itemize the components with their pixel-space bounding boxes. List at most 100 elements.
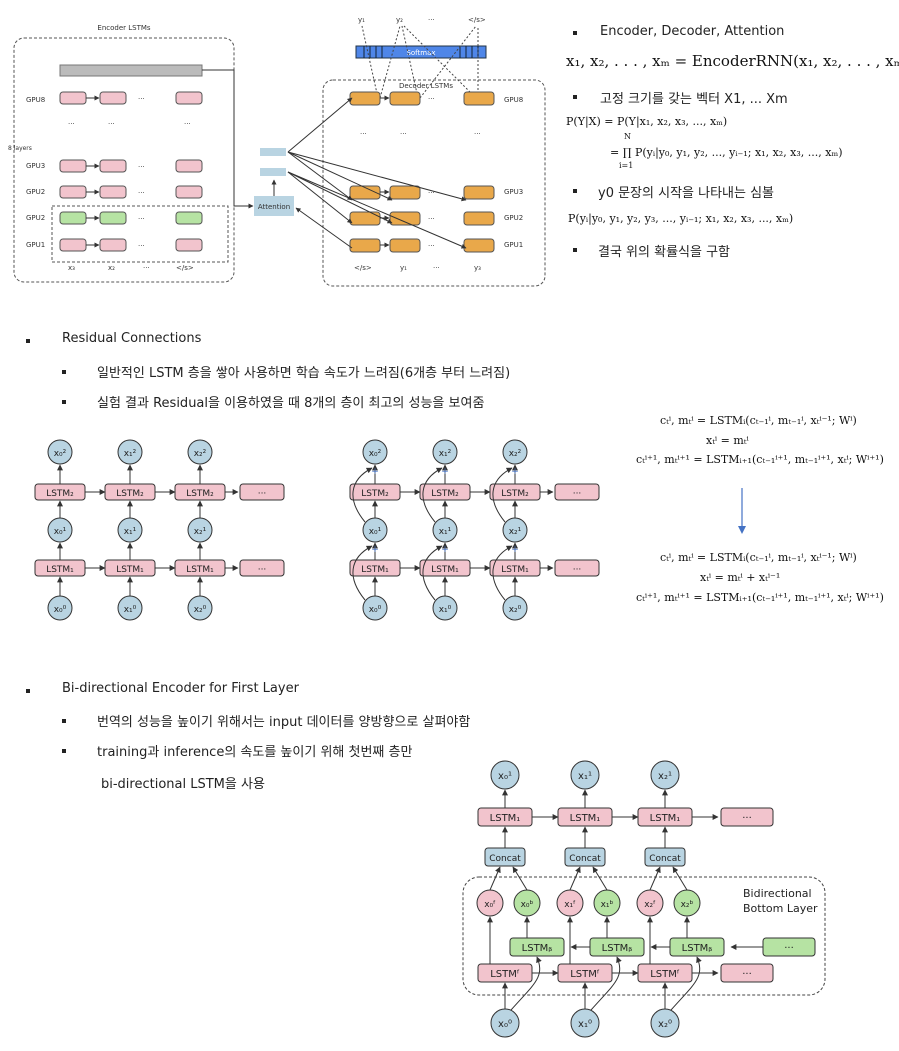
dec-dots-gpu2: ···: [428, 215, 435, 223]
note-encoder-decoder-attention: Encoder, Decoder, Attention: [600, 24, 785, 39]
encoder-title: Encoder LSTMs: [97, 24, 151, 32]
residual-node-label-x2-1: x₁²: [439, 449, 452, 459]
bullet-residual-sub2: [62, 400, 66, 404]
dec-vdots-1: ···: [400, 130, 407, 138]
bidir-more-lf-label: ···: [742, 969, 752, 980]
dec-cell-gpu8-2: [463, 91, 495, 106]
gpu-label-dec-1: GPU1: [504, 241, 523, 249]
residual-plus-1-1: +: [441, 545, 449, 555]
stacked-lstm-diagram: x₀²x₀¹x₀⁰LSTM₂LSTM₁x₁²x₁¹x₁⁰LSTM₂LSTM₁x₂…: [34, 439, 285, 621]
enc-cell-gpu8-2: [175, 91, 203, 105]
bullet-residual-sub1: [62, 370, 66, 374]
bidir-arrow-x-lb-0: [510, 956, 542, 1011]
enc-cell-gpu2b-0: [59, 211, 87, 225]
residual-node-x2-1: [432, 439, 458, 465]
plain-lstm2-label-2: LSTM₂: [186, 489, 214, 499]
bidir-xf-label-0: x₀ᶠ: [484, 900, 496, 910]
residual-sub2: 실험 결과 Residual을 이용하였을 때 8개의 층이 최고의 성능을 보…: [97, 396, 485, 411]
bidir-arrow-x-lb-2: [670, 956, 702, 1011]
enc-cell-gpu2a-2: [175, 185, 203, 199]
plain-node-label-x2-2: x₂²: [194, 449, 207, 459]
dec-cell-gpu2-1: [389, 211, 421, 226]
plain-node-label-x1-0: x₀¹: [54, 527, 67, 537]
plain-node-label-x0-0: x₀⁰: [54, 605, 67, 615]
residual-lstm1-label-2: LSTM₁: [501, 565, 529, 575]
bidir-arrow-xf-concat-1: [569, 866, 581, 891]
residual-lstm1-label-1: LSTM₁: [431, 565, 459, 575]
bidir-bottom-label-0: x₀⁰: [498, 1019, 512, 1030]
enc-dots-gpu1: ···: [138, 242, 145, 250]
note-fixed-vector: 고정 크기를 갖는 벡터 X1, ... Xm: [600, 92, 788, 107]
note-start-symbol: y0 문장의 시작을 나타내는 심볼: [598, 186, 775, 201]
output-y2: y₂: [396, 16, 403, 24]
plain-more-l2: [239, 483, 285, 501]
gpu-label-enc-1: GPU1: [26, 241, 45, 249]
residual-node-label-x1-1: x₁¹: [439, 527, 452, 537]
bidir-bottom-label-1: x₁⁰: [578, 1019, 592, 1030]
residual-more-label-l1: ···: [573, 565, 582, 575]
residual-plus-2-0: +: [371, 467, 379, 477]
note-final: 결국 위의 확률식을 구함: [598, 245, 730, 260]
bidir-arrow-xb-concat-1: [592, 866, 608, 891]
dec-input-y1: y₁: [400, 264, 407, 272]
dec-cell-gpu8-0: [349, 91, 381, 106]
bidir-top-label-0: x₀¹: [498, 771, 512, 782]
residual-lstm1-label-0: LSTM₁: [361, 565, 389, 575]
encoder-output-bar: [59, 64, 203, 77]
residual-node-label-x0-0: x₀⁰: [369, 605, 382, 615]
bidir-sub2: training과 inference의 속도를 높이기 위해 첫번째 층만: [97, 745, 413, 760]
dec-cell-gpu8-1: [389, 91, 421, 106]
enc-vdots-0: ···: [68, 120, 75, 128]
bidir-lstmf-label-1: LSTMᶠ: [570, 969, 600, 980]
residual-node-label-x1-0: x₀¹: [369, 527, 382, 537]
enc-vdots-2: ···: [184, 120, 191, 128]
gpu-label-enc-2b: GPU2: [26, 214, 45, 222]
residual-plus-1-0: +: [371, 545, 379, 555]
bidir-bottom-layer-box: [462, 876, 826, 996]
residual-node-x2-0: [362, 439, 388, 465]
bidir-concat-label-1: Concat: [569, 854, 601, 864]
enc-cell-gpu3-0: [59, 159, 87, 173]
enc-input-eos: </s>: [176, 264, 194, 272]
down-arrow-icon: [738, 488, 746, 534]
bullet-bidir-sub2: [62, 749, 66, 753]
bidir-more-lb: [762, 937, 816, 957]
equation-conditional-prob: P(Y|X) = P(Y|x₁, x₂, x₃, ..., xₘ): [566, 115, 728, 128]
dec-cell-gpu1-1: [389, 238, 421, 253]
bidir-bottom-label-2: x₂⁰: [658, 1019, 672, 1030]
output-eos: </s>: [468, 16, 486, 24]
plain-node-x2-0: [47, 439, 73, 465]
residual-more-l2: [554, 483, 600, 501]
decoder-box: [322, 79, 546, 287]
residual-sub1: 일반적인 LSTM 층을 쌓아 사용하면 학습 속도가 느려짐(6개층 부터 느…: [97, 366, 511, 381]
residual-skip-arrow-0-0: [352, 545, 373, 601]
residual-lstm-diagram: x₀²x₀¹x₀⁰LSTM₂LSTM₁++x₁²x₁¹x₁⁰LSTM₂LSTM₁…: [349, 439, 600, 621]
bullet-final: [573, 248, 577, 252]
eq-residual-lstm-1: cₜⁱ, mₜⁱ = LSTMᵢ(cₜ₋₁ⁱ, mₜ₋₁ⁱ, xₜⁱ⁻¹; Wⁱ…: [660, 551, 857, 564]
gpu-label-dec-8: GPU8: [504, 96, 523, 104]
enc-cell-gpu3-2: [175, 159, 203, 173]
residual-heading: Residual Connections: [62, 331, 202, 346]
bidir-lstm1-label-0: LSTM₁: [490, 813, 521, 824]
equation-product: = ∏ P(yᵢ|y₀, y₁, y₂, ..., yᵢ₋₁; x₁, x₂, …: [610, 146, 843, 159]
enc-cell-gpu2a-1: [99, 185, 127, 199]
attention-label: Attention: [258, 203, 290, 211]
enc-cell-gpu1-1: [99, 238, 127, 252]
bullet-encoder-decoder: [573, 31, 577, 35]
bidir-arrow-x-lb-1: [590, 956, 622, 1011]
plain-node-label-x2-1: x₁²: [124, 449, 137, 459]
enc-bidir-box: [51, 205, 229, 263]
bidir-arrow-xf-concat-2: [649, 866, 661, 891]
bidir-lstmf-label-0: LSTMᶠ: [490, 969, 520, 980]
bidir-xf-label-1: x₁ᶠ: [564, 900, 576, 910]
bidir-xb-label-2: x₂ᵇ: [681, 900, 694, 910]
plain-node-label-x2-0: x₀²: [54, 449, 67, 459]
bidir-box-label-1: Bidirectional: [743, 887, 812, 900]
eq-plain-lstm-3: cₜⁱ⁺¹, mₜⁱ⁺¹ = LSTMᵢ₊₁(cₜ₋₁ⁱ⁺¹, mₜ₋₁ⁱ⁺¹,…: [636, 453, 884, 466]
plain-more-label-l2: ···: [258, 489, 267, 499]
residual-plus-1-2: +: [511, 545, 519, 555]
enc-input-x3: x₃: [68, 264, 75, 272]
bidir-more-l1-label: ···: [742, 813, 752, 824]
residual-node-label-x0-2: x₂⁰: [509, 605, 522, 615]
